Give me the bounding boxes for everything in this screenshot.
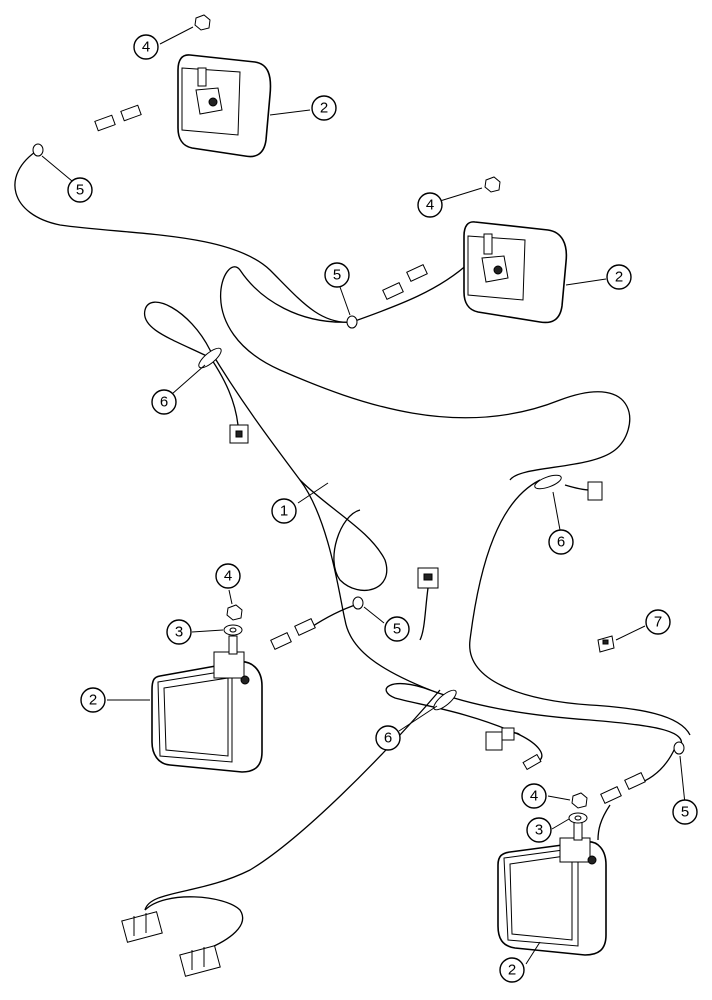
clip-item-7 (597, 635, 615, 653)
cable-tie-upper-left (198, 347, 222, 369)
callout-7-clip: 7 (645, 609, 671, 635)
callout-6-right: 6 (548, 529, 574, 555)
svg-text:4: 4 (224, 568, 232, 585)
connector-block-right (587, 481, 603, 501)
svg-text:6: 6 (160, 394, 168, 411)
work-lamp-front-left (151, 635, 263, 773)
callout-6-lower: 6 (375, 725, 401, 751)
connector-front-right (600, 772, 646, 804)
svg-text:2: 2 (508, 962, 516, 979)
connector-plug-bottom-left-1 (121, 911, 163, 943)
work-lamp-front-right (497, 819, 607, 956)
cable-tie-lower (433, 689, 457, 711)
connector-top-right (382, 264, 428, 300)
nut-top-right (484, 176, 501, 193)
svg-text:4: 4 (426, 197, 434, 214)
work-lamp-rear-left (177, 54, 272, 158)
svg-text:3: 3 (175, 624, 183, 641)
svg-text:2: 2 (615, 269, 623, 286)
connector-pin-lower (522, 753, 542, 771)
connector-block-middle (417, 567, 439, 589)
callout-5-top-right: 5 (324, 262, 350, 288)
callout-3-front-left: 3 (166, 619, 192, 645)
nut-top-left (194, 14, 211, 31)
washer-front-left (223, 624, 243, 636)
connector-front-left (270, 618, 316, 650)
svg-text:5: 5 (393, 621, 401, 638)
connector-top-left (94, 104, 142, 132)
callout-5-front-right: 5 (672, 799, 698, 825)
washer-front-right (568, 812, 588, 824)
connector-block-upper-left (229, 424, 249, 444)
cable-tie-right (534, 474, 562, 490)
svg-text:5: 5 (76, 182, 84, 199)
callout-4-front-left: 4 (215, 563, 241, 589)
wiring-harness (14, 149, 691, 951)
callout-3-front-right: 3 (526, 817, 552, 843)
work-lamp-rear-right (463, 221, 568, 324)
callout-1-harness: 1 (271, 498, 297, 524)
nut-front-right (571, 792, 588, 809)
svg-text:4: 4 (142, 39, 150, 56)
callout-4-top-right: 4 (417, 192, 443, 218)
callout-4-top-left: 4 (133, 34, 159, 60)
svg-text:7: 7 (654, 614, 662, 631)
callout-2-front-left: 2 (80, 687, 106, 713)
grommet-top-right (346, 315, 358, 329)
svg-text:1: 1 (280, 503, 288, 520)
svg-text:2: 2 (89, 692, 97, 709)
svg-text:2: 2 (320, 100, 328, 117)
callout-5-front-left: 5 (384, 616, 410, 642)
callout-2-top-left: 2 (311, 95, 337, 121)
callout-6-upper-left: 6 (151, 389, 177, 415)
connector-switch-lower (485, 727, 515, 751)
svg-text:5: 5 (681, 804, 689, 821)
grommet-front-left (352, 596, 364, 610)
svg-text:5: 5 (333, 267, 341, 284)
callout-leaders (41, 26, 686, 965)
callout-2-front-right: 2 (499, 957, 525, 983)
grommet-front-right (673, 741, 685, 755)
nut-front-left (226, 604, 243, 621)
grommet-top-left (32, 143, 44, 157)
svg-text:6: 6 (557, 534, 565, 551)
svg-text:3: 3 (535, 822, 543, 839)
connector-plug-bottom-left-2 (179, 945, 221, 977)
svg-text:6: 6 (384, 730, 392, 747)
callout-4-front-right: 4 (521, 783, 547, 809)
svg-text:4: 4 (530, 788, 538, 805)
callout-2-top-right: 2 (606, 264, 632, 290)
callout-5-top-left: 5 (67, 177, 93, 203)
